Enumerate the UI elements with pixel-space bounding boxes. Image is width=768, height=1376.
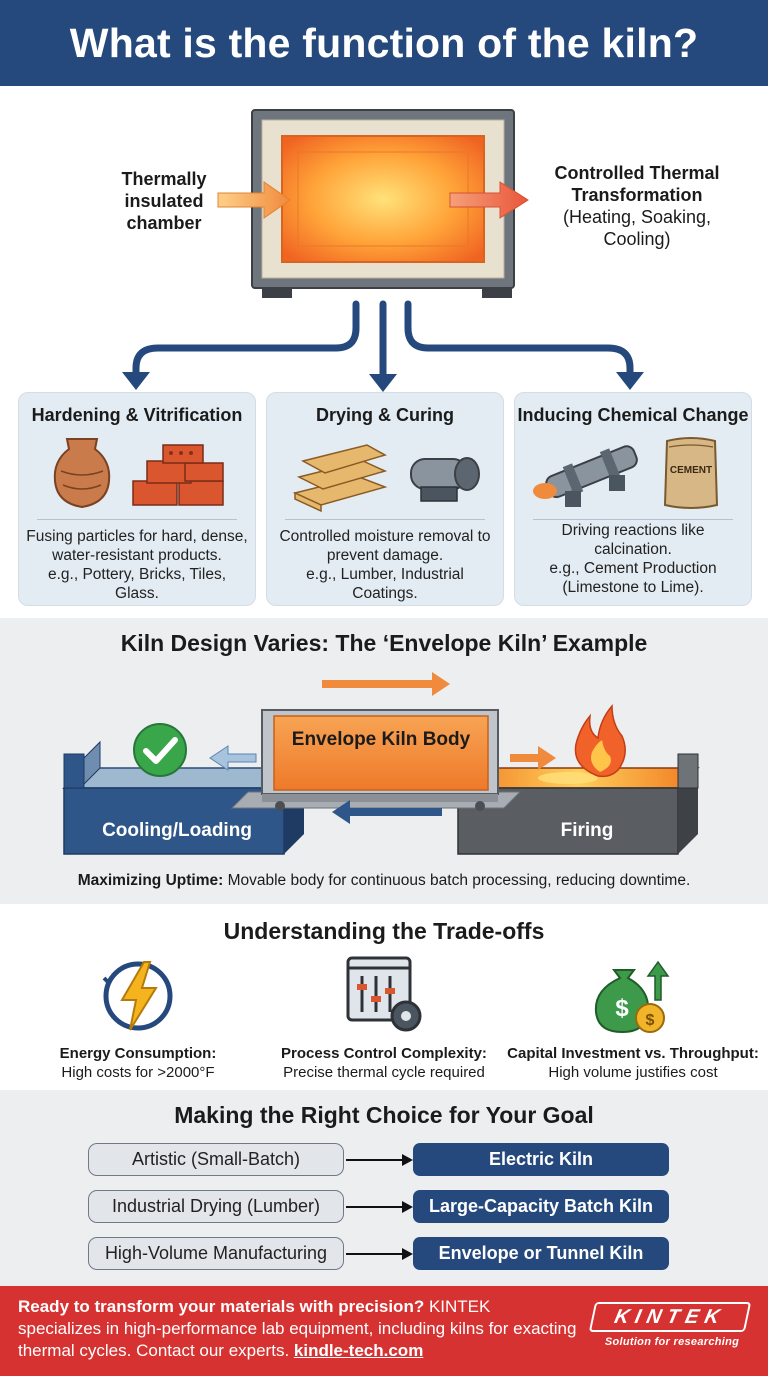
svg-text:$: $ — [646, 1012, 655, 1029]
card-divider — [533, 519, 733, 520]
svg-text:$: $ — [615, 995, 629, 1022]
right-choice-section: Making the Right Choice for Your Goal Ar… — [0, 1090, 768, 1286]
uptime-caption: Maximizing Uptime: Movable body for cont… — [0, 872, 768, 890]
tradeoff-title: Energy Consumption: — [59, 1045, 217, 1062]
tradeoffs-title: Understanding the Trade-offs — [223, 918, 545, 944]
header-bar: What is the function of the kiln? — [0, 0, 768, 86]
card-description: Fusing particles for hard, dense, water-… — [25, 527, 249, 603]
input-arrow — [217, 181, 291, 219]
tradeoff-title: Process Control Complexity: — [281, 1045, 487, 1062]
cta-text: KINTEK specializes in high-performance l… — [18, 1297, 577, 1360]
rotary-kiln-icon — [533, 445, 638, 507]
card-examples: e.g., Pottery, Bricks, Tiles, Glass. — [47, 566, 226, 602]
pottery-vase-icon — [53, 438, 111, 509]
page-title: What is the function of the kiln? — [69, 19, 699, 66]
card-divider — [285, 519, 485, 520]
cta-bold: Ready to transform your materials with p… — [18, 1297, 425, 1316]
transformation-phases: (Heating, Soaking, Cooling) — [562, 207, 712, 249]
firing-label: Firing — [560, 820, 614, 841]
footer-cta: Ready to transform your materials with p… — [0, 1286, 768, 1376]
industrial-dryer-icon — [410, 457, 480, 502]
logo-wordmark: KINTEK — [588, 1302, 752, 1332]
card-desc-text: Driving reactions like calcination. — [561, 522, 705, 558]
tradeoff-title: Capital Investment vs. Throughput: — [507, 1045, 759, 1062]
goal-pill: Industrial Drying (Lumber) — [88, 1190, 344, 1223]
tradeoff-desc: Precise thermal cycle required — [283, 1064, 485, 1081]
goal-pill: High-Volume Manufacturing — [88, 1237, 344, 1270]
card-title: Drying & Curing — [316, 405, 454, 425]
cooling-loading-label: Cooling/Loading — [102, 820, 252, 841]
envelope-kiln-body — [261, 709, 499, 811]
tradeoff-capital: Capital Investment vs. Throughput: High … — [502, 1044, 764, 1082]
card-title: Hardening & Vitrification — [31, 405, 243, 425]
lightning-icon — [102, 961, 173, 1031]
card-description: Controlled moisture removal to prevent d… — [273, 527, 497, 603]
flame-icon — [574, 703, 626, 778]
logo-tagline: Solution for researching — [604, 1336, 740, 1348]
card-title: Inducing Chemical Change — [517, 405, 749, 425]
choice-title: Making the Right Choice for Your Goal — [174, 1102, 594, 1128]
kiln-illustration — [122, 109, 644, 392]
envelope-kiln-section: Kiln Design Varies: The ‘Envelope Kiln’ … — [0, 618, 768, 904]
cooling-station — [62, 740, 306, 855]
card-examples: e.g., Cement Production (Limestone to Li… — [549, 560, 717, 596]
function-cards: Hardening & Vitrification Fusing particl… — [18, 392, 752, 606]
tradeoff-energy: Energy Consumption: High costs for >2000… — [20, 1044, 256, 1082]
kiln-pill: Electric Kiln — [413, 1143, 669, 1176]
footer-text: Ready to transform your materials with p… — [18, 1296, 578, 1362]
tradeoff-desc: High volume justifies cost — [548, 1064, 718, 1081]
function-card-drying: Drying & Curing Controlled moisture remo… — [266, 392, 504, 606]
check-icon — [133, 723, 187, 777]
kiln-pill: Large-Capacity Batch Kiln — [413, 1190, 669, 1223]
function-card-hardening: Hardening & Vitrification Fusing particl… — [18, 392, 256, 606]
bricks-icon — [132, 444, 224, 506]
kiln-function-section: Thermally insulated chamber Controlled T… — [0, 86, 768, 616]
goal-pill: Artistic (Small-Batch) — [88, 1143, 344, 1176]
firing-station — [456, 753, 700, 855]
function-card-chemical: Inducing Chemical Change CEMENT Driving … — [514, 392, 752, 606]
output-arrow — [449, 181, 529, 219]
tradeoff-desc: High costs for >2000°F — [61, 1064, 215, 1081]
transformation-title: Controlled Thermal Transformation — [554, 163, 720, 205]
card-divider — [37, 519, 237, 520]
money-bag-coin-icon: $ $ — [594, 960, 670, 1034]
card-examples: e.g., Lumber, Industrial Coatings. — [306, 566, 464, 602]
choice-arrows — [346, 1154, 413, 1260]
caption-text: Movable body for continuous batch proces… — [223, 872, 691, 889]
chamber-label: Thermally insulated chamber — [121, 169, 207, 233]
envelope-body-label: Envelope Kiln Body — [291, 729, 471, 750]
kiln-pill: Envelope or Tunnel Kiln — [413, 1237, 669, 1270]
card-description: Driving reactions like calcination. e.g.… — [521, 521, 745, 597]
transformation-label: Controlled Thermal Transformation (Heati… — [532, 162, 742, 250]
envelope-kiln-diagram — [62, 672, 700, 855]
cement-bag-label: CEMENT — [669, 465, 713, 476]
tradeoffs-section: Understanding the Trade-offs $ $ Energy … — [0, 904, 768, 1090]
envelope-title: Kiln Design Varies: The ‘Envelope Kiln’ … — [120, 630, 648, 656]
control-panel-gear-icon — [346, 956, 422, 1032]
kintek-logo: KINTEK Solution for researching — [588, 1302, 756, 1348]
cement-bag-icon — [663, 437, 719, 509]
lumber-stack-icon — [292, 444, 388, 513]
website-link[interactable]: kindle-tech.com — [293, 1341, 424, 1360]
caption-bold: Maximizing Uptime: — [77, 872, 224, 889]
card-desc-text: Controlled moisture removal to prevent d… — [279, 528, 491, 564]
card-desc-text: Fusing particles for hard, dense, water-… — [26, 528, 248, 564]
tradeoff-control: Process Control Complexity: Precise ther… — [266, 1044, 502, 1082]
